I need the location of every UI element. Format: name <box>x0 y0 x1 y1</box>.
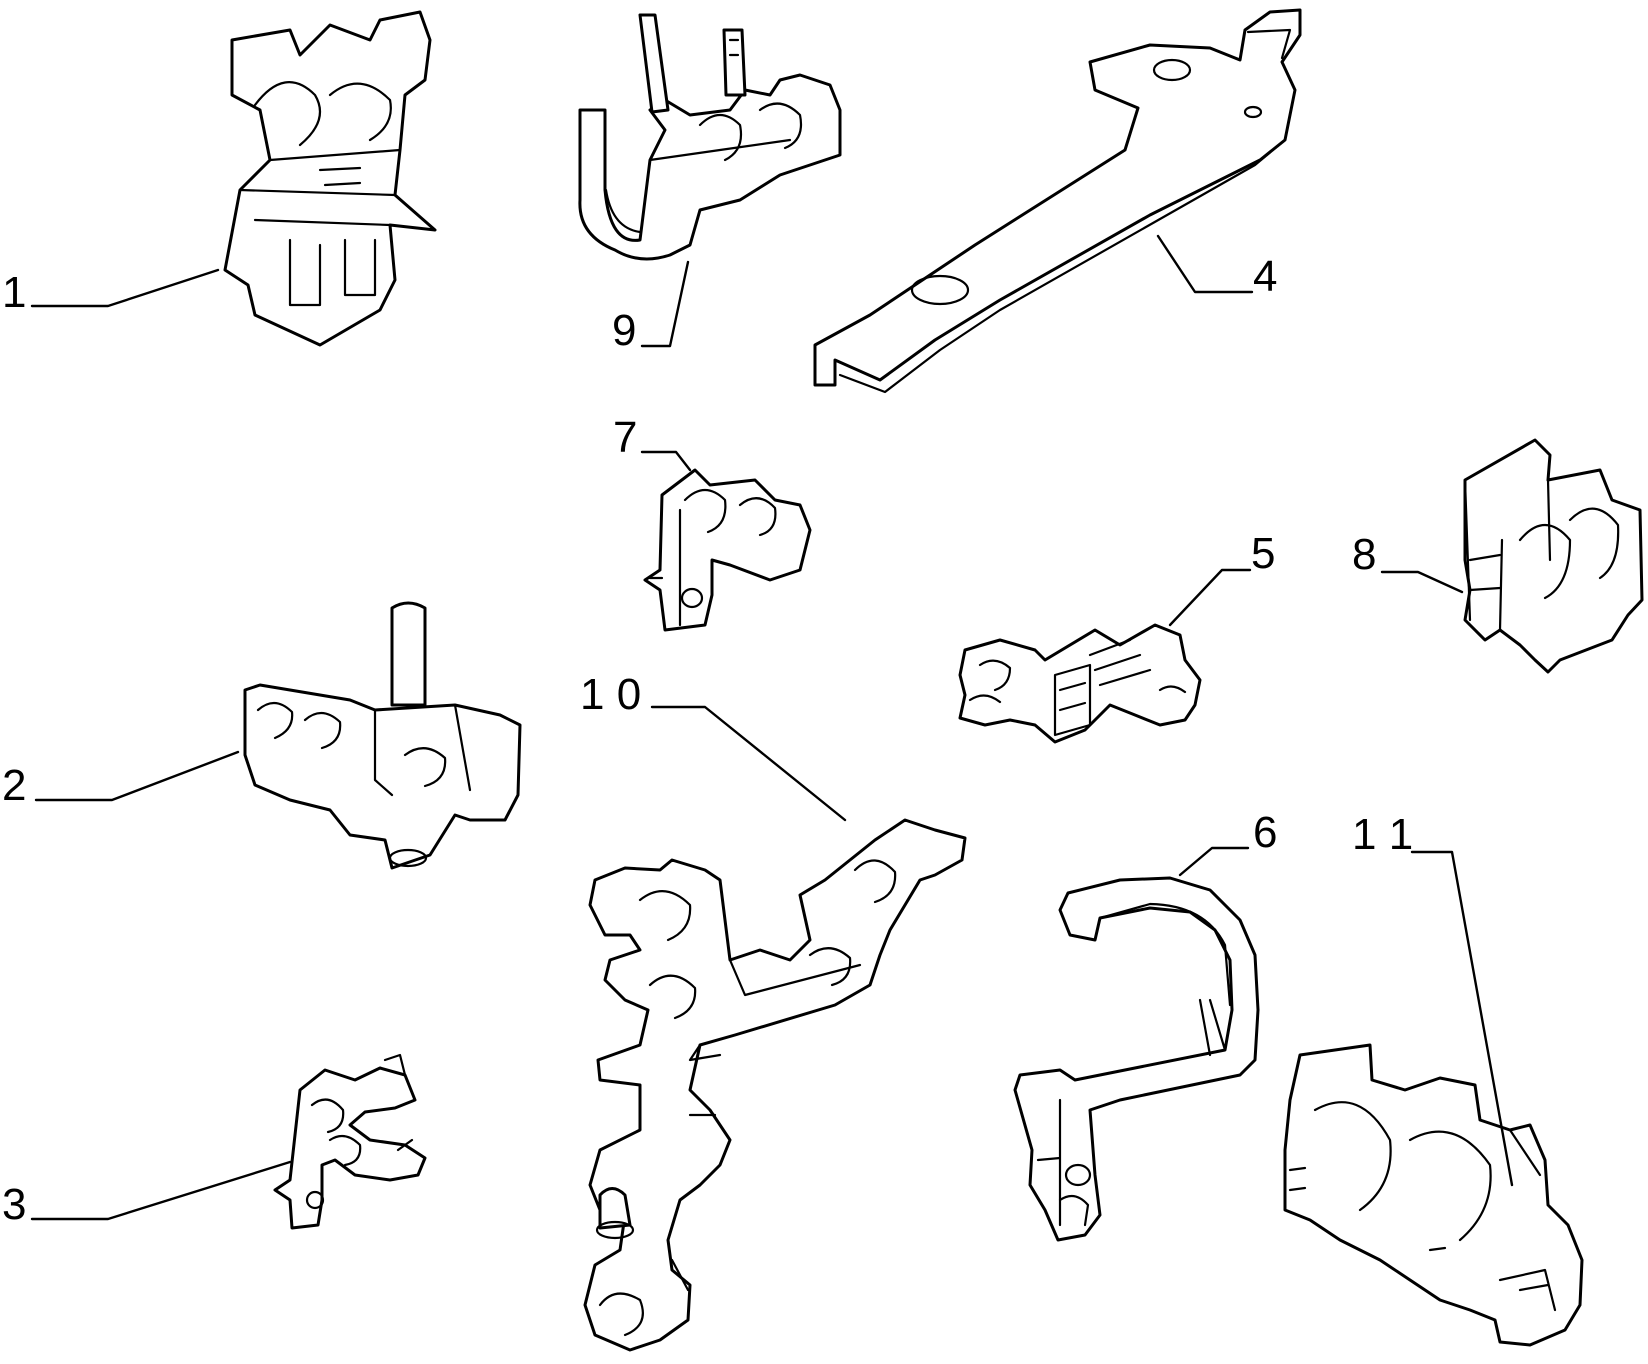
part-5-leader <box>1168 568 1252 627</box>
part-6-clamp-drawing <box>1013 876 1260 1242</box>
part-10-callout: 1 0 <box>580 670 641 719</box>
part-7-leader <box>640 450 692 472</box>
part-7-clip-drawing <box>643 468 812 632</box>
part-10-bracket-drawing <box>583 818 967 1352</box>
part-1-callout: 1 <box>2 268 26 317</box>
part-2-clip-drawing <box>243 601 522 870</box>
part-11-leader <box>1410 850 1514 1187</box>
part-6-callout: 6 <box>1253 808 1277 857</box>
part-3-leader <box>30 1160 292 1221</box>
part-11-callout: 1 1 <box>1352 810 1413 859</box>
part-10-leader <box>650 705 847 822</box>
part-1-leader <box>30 268 220 308</box>
part-8-callout: 8 <box>1352 530 1376 579</box>
part-5-clip-drawing <box>958 623 1202 744</box>
part-11-clip-drawing <box>1283 1043 1584 1347</box>
part-1-clip-drawing <box>223 10 437 347</box>
part-7-callout: 7 <box>613 413 637 462</box>
part-4-bracket-drawing <box>813 8 1302 394</box>
part-2-callout: 2 <box>2 761 26 810</box>
part-4-callout: 4 <box>1253 252 1277 301</box>
part-2-leader <box>34 750 240 802</box>
part-3-clip-drawing <box>273 1053 427 1230</box>
part-3-callout: 3 <box>2 1180 26 1229</box>
part-8-clip-drawing <box>1463 438 1644 674</box>
part-6-leader <box>1178 846 1250 877</box>
part-9-callout: 9 <box>612 306 636 355</box>
part-5-callout: 5 <box>1251 529 1275 578</box>
part-8-leader <box>1380 570 1464 594</box>
part-4-leader <box>1156 234 1254 294</box>
part-9-leader <box>640 260 690 348</box>
part-9-strap-drawing <box>578 13 842 261</box>
